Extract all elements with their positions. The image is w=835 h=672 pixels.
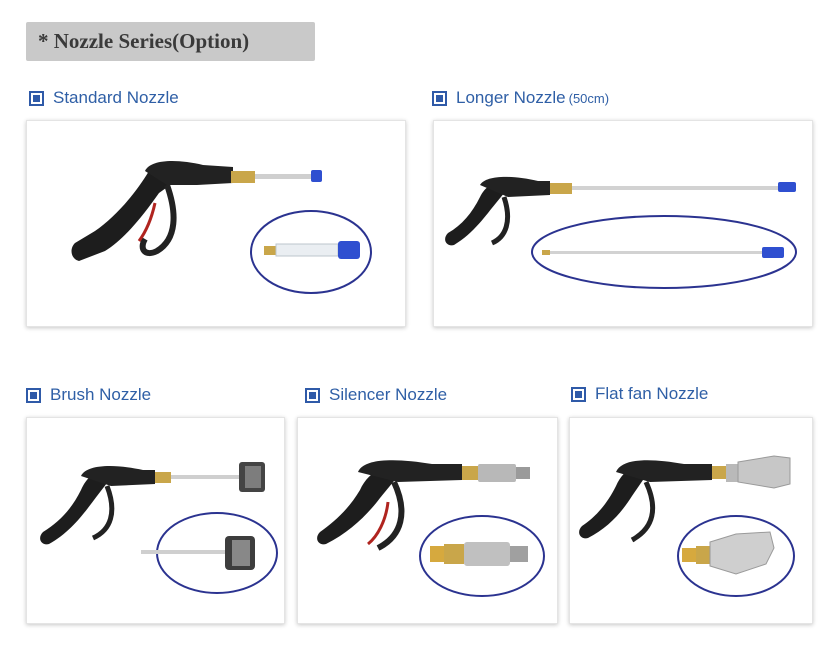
square-bullet-icon bbox=[26, 387, 41, 403]
square-bullet-icon bbox=[29, 90, 44, 106]
section-header: * Nozzle Series(Option) bbox=[26, 22, 315, 61]
brush-nozzle-photo bbox=[40, 462, 278, 594]
product-name: Longer Nozzle bbox=[456, 88, 566, 107]
brush-nozzle-card bbox=[26, 417, 285, 624]
standard-nozzle-card bbox=[26, 120, 406, 327]
longer-nozzle-card bbox=[433, 120, 813, 327]
product-note: (50cm) bbox=[568, 90, 610, 106]
label-flat-fan-nozzle: Flat fan Nozzle bbox=[571, 384, 708, 404]
flat-fan-nozzle-card bbox=[569, 417, 813, 624]
square-bullet-icon bbox=[571, 386, 586, 402]
product-name: Brush Nozzle bbox=[50, 385, 152, 404]
label-silencer-nozzle: Silencer Nozzle bbox=[305, 385, 447, 405]
longer-nozzle-photo bbox=[445, 176, 797, 289]
silencer-nozzle-card bbox=[297, 417, 558, 624]
label-standard-nozzle: Standard Nozzle bbox=[29, 88, 179, 108]
label-longer-nozzle: Longer Nozzle (50cm) bbox=[432, 88, 609, 108]
product-name: Standard Nozzle bbox=[53, 88, 179, 107]
product-name: Flat fan Nozzle bbox=[595, 384, 709, 403]
standard-nozzle-photo bbox=[71, 161, 372, 294]
flat-fan-nozzle-photo bbox=[579, 455, 795, 597]
square-bullet-icon bbox=[305, 387, 320, 403]
label-brush-nozzle: Brush Nozzle bbox=[26, 385, 151, 405]
product-name: Silencer Nozzle bbox=[329, 385, 448, 404]
silencer-nozzle-photo bbox=[317, 460, 545, 597]
square-bullet-icon bbox=[432, 90, 447, 106]
